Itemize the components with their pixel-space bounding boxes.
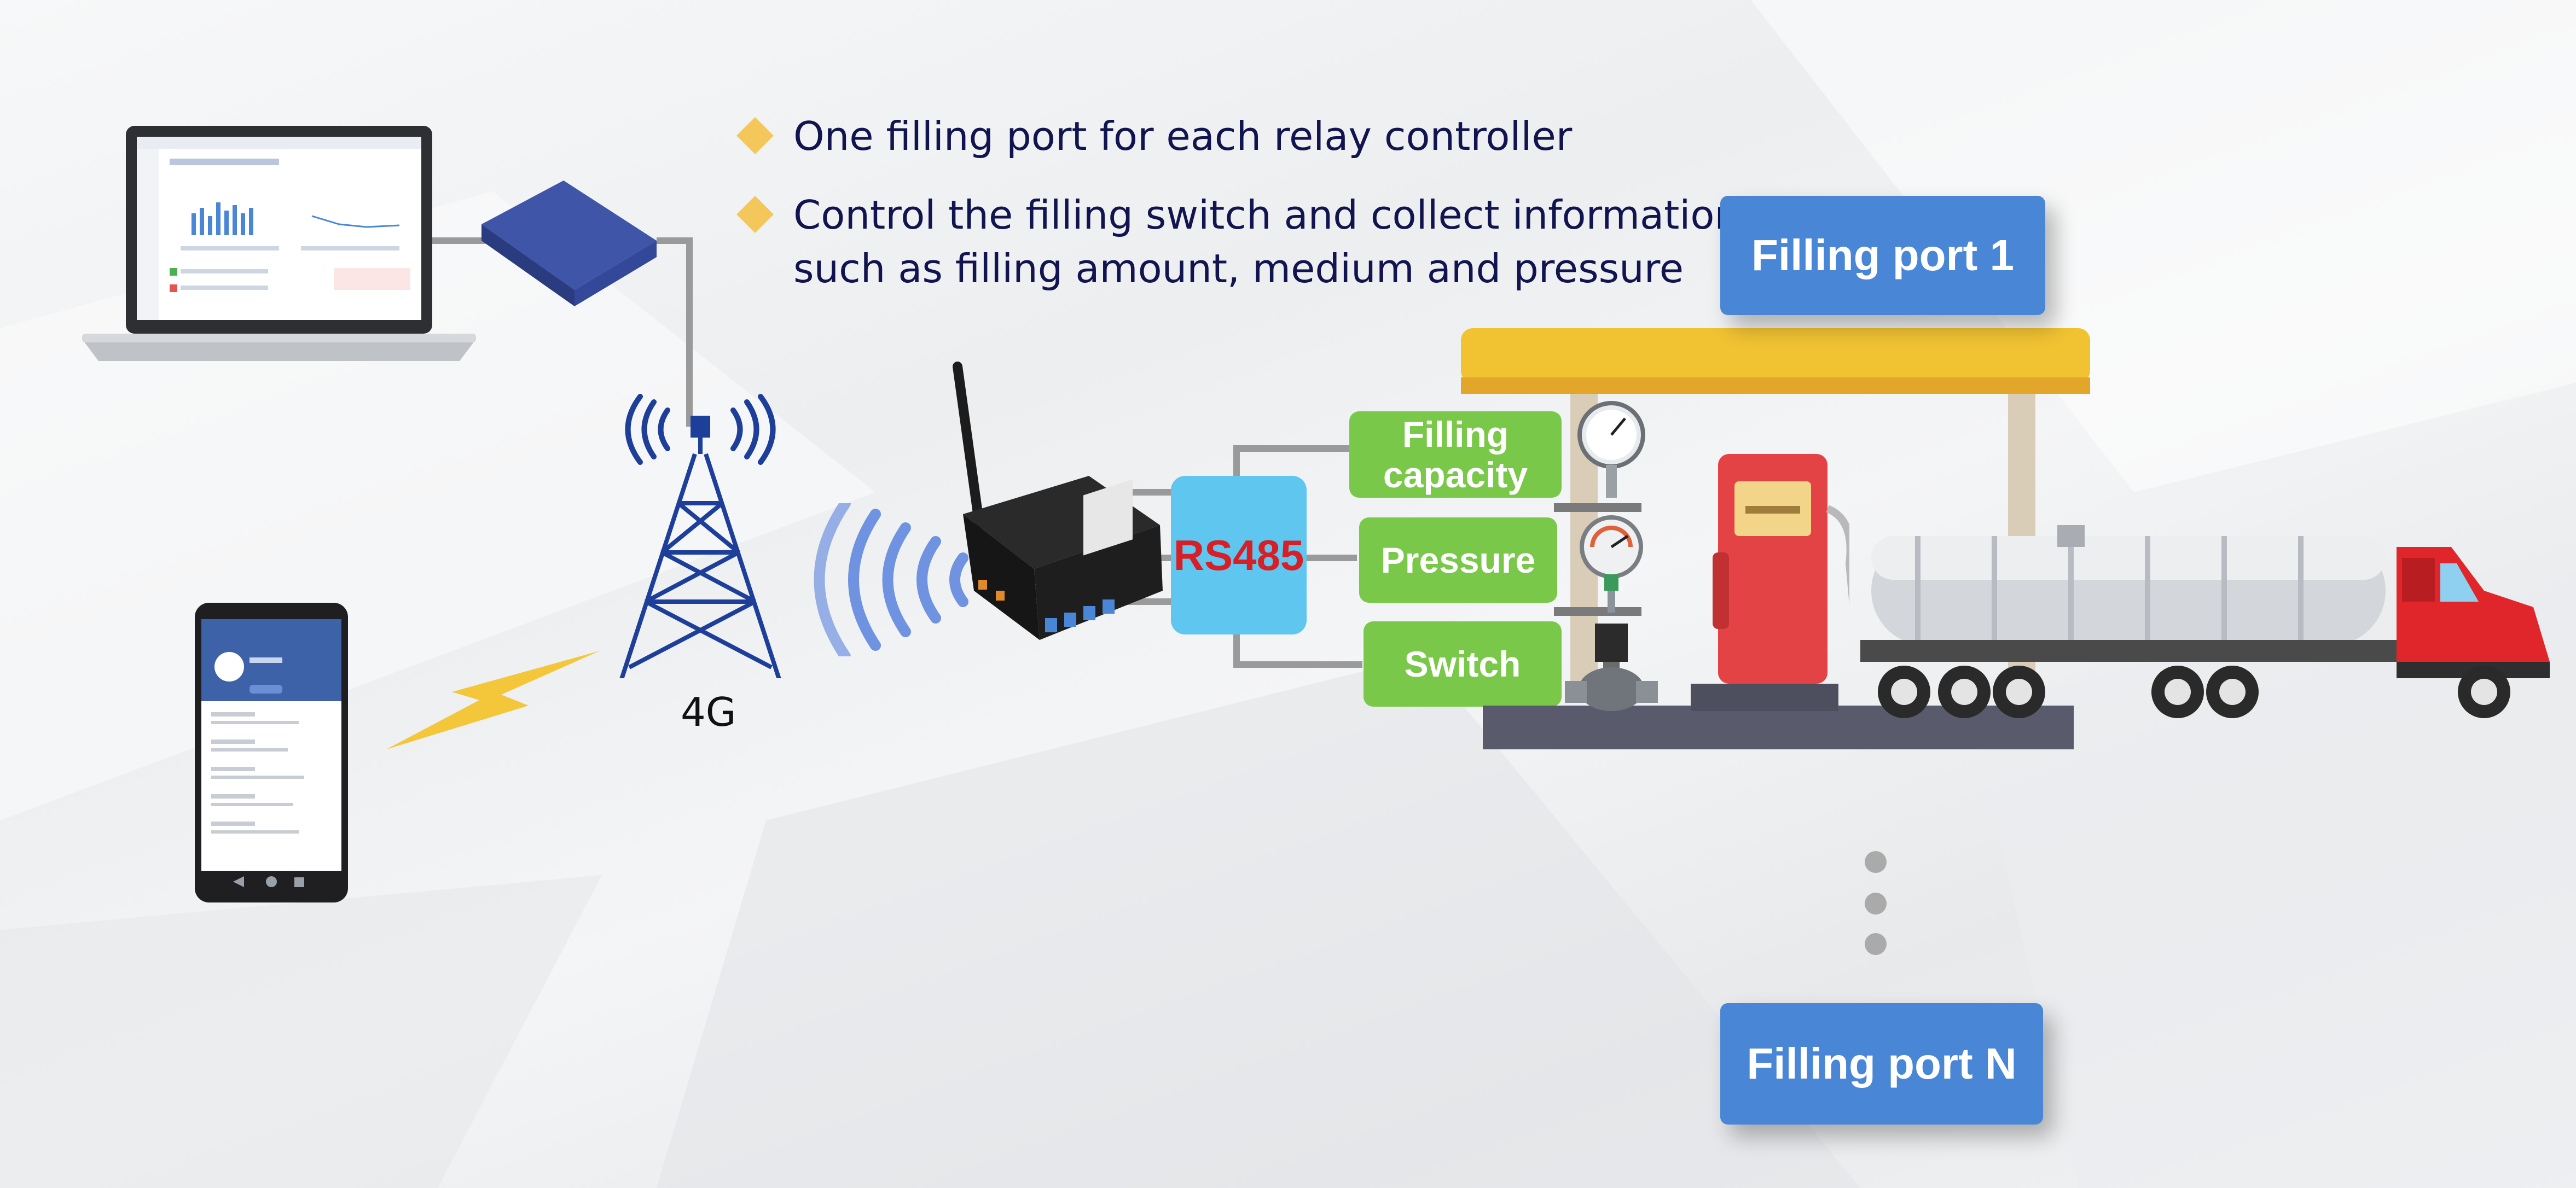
ellipsis-dot [1865,851,1887,873]
bullet-control-switch: Control the filling switch and collect i… [736,188,1739,295]
bullet-text-2: Control the filling switch and collect i… [793,192,1740,238]
tanker-truck-icon [1860,525,2550,718]
ellipsis-dot [1865,893,1887,915]
network-switch-icon [481,180,657,306]
pressure-label: Pressure [1380,540,1536,580]
laptop-icon [82,126,476,361]
fuel-pump-icon [1713,454,1849,684]
filling-port-n-label: Filling port N [1747,1039,2017,1088]
filling-capacity-box: Filling capacity [1349,411,1562,498]
relay-controller-icon [953,362,1163,640]
solenoid-valve-icon [1565,624,1658,711]
smartphone-icon [195,603,348,902]
bullet-text-3: such as filling amount, medium and press… [793,246,1684,292]
switch-label: Switch [1404,644,1521,684]
switch-box: Switch [1364,621,1562,707]
filling-port-1-label: Filling port 1 [1751,231,2014,279]
rs485-bus-box: RS485 [1171,476,1307,634]
filling-capacity-label: Filling capacity [1383,414,1528,495]
lightning-icon [386,651,600,749]
pressure-box: Pressure [1359,517,1557,603]
wireless-signal-icon [814,503,968,656]
rs485-label: RS485 [1173,531,1304,579]
bullet-text-1: One filling port for each relay controll… [793,113,1573,159]
cell-tower-icon [619,394,781,678]
network-label: 4G [681,689,736,735]
pressure-gauge-icon [1577,401,1645,498]
bullet-one-port: One filling port for each relay controll… [736,109,1573,163]
bullet-text-block: Control the filling switch and collect i… [793,188,1739,295]
pressure-gauge-icon [1580,515,1643,613]
filling-port-1-box: Filling port 1 [1720,196,2045,315]
filling-port-n-box: Filling port N [1720,1003,2043,1125]
ellipsis-dot [1865,933,1887,955]
